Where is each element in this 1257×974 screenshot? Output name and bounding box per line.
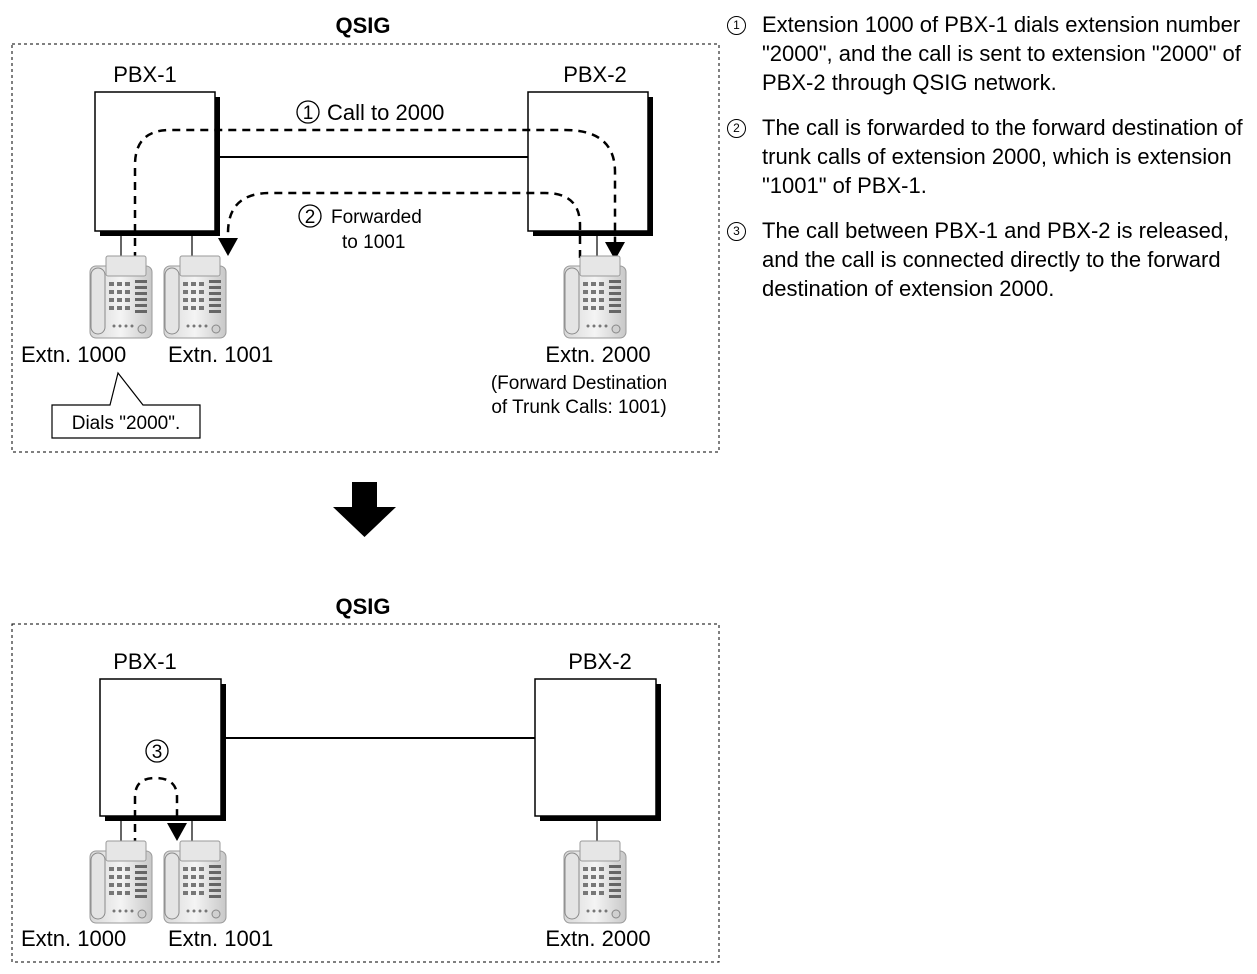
top-phone-1001-icon (163, 255, 227, 339)
bottom-phone-1001-icon (163, 840, 227, 924)
note-item-1: 1 Extension 1000 of PBX-1 dials extensio… (727, 10, 1247, 97)
top-step2-number: 2 (305, 207, 316, 228)
top-ext1001-label: Extn. 1001 (168, 342, 273, 367)
top-pbx1-box (94, 91, 216, 232)
bottom-phone-1000-icon (89, 840, 153, 924)
bottom-qsig-network-frame (11, 623, 720, 963)
top-diagram: QSIG PBX-1 PBX-2 1 Call to 2000 2 Forwar… (11, 13, 720, 453)
top-step2-marker (298, 204, 322, 228)
note-text-1: Extension 1000 of PBX-1 dials extension … (762, 12, 1241, 95)
explanation-notes: 1 Extension 1000 of PBX-1 dials extensio… (727, 10, 1247, 319)
top-pbx2-label: PBX-2 (563, 62, 627, 87)
top-qsig-title: QSIG (335, 13, 390, 38)
note-number-1: 1 (727, 16, 746, 35)
note-item-3: 3 The call between PBX-1 and PBX-2 is re… (727, 216, 1247, 303)
bottom-diagram: QSIG PBX-1 PBX-2 3 Extn. 1000 Extn. 1001… (11, 594, 720, 963)
top-pbx1-label: PBX-1 (113, 62, 177, 87)
top-ext2000-label: Extn. 2000 (545, 342, 650, 367)
top-ext2000-note-line1: (Forward Destination (491, 373, 667, 394)
bottom-pbx2-box (534, 678, 657, 817)
top-step2-label-line1: Forwarded (331, 207, 422, 228)
note-text-3: The call between PBX-1 and PBX-2 is rele… (762, 218, 1230, 301)
bottom-direct-call-arrowhead (167, 823, 187, 841)
bottom-ext1000-label: Extn. 1000 (21, 926, 126, 951)
top-pbx2-box (527, 91, 649, 232)
bottom-ext2000-label: Extn. 2000 (545, 926, 650, 951)
top-dial-callout-bubble (51, 371, 201, 439)
bottom-phone-2000-icon (563, 840, 627, 924)
top-ext2000-note-line2: of Trunk Calls: 1001) (491, 397, 666, 418)
bottom-step3-number: 3 (152, 742, 163, 763)
bottom-ext1001-label: Extn. 1001 (168, 926, 273, 951)
top-step1-label: Call to 2000 (327, 100, 444, 125)
top-step2-label-line2: to 1001 (342, 232, 405, 253)
note-item-2: 2 The call is forwarded to the forward d… (727, 113, 1247, 200)
bottom-qsig-title: QSIG (335, 594, 390, 619)
bottom-step3-marker (145, 739, 169, 763)
top-call-arrowhead-1 (605, 242, 625, 260)
top-ext1000-label: Extn. 1000 (21, 342, 126, 367)
top-step1-number: 1 (303, 103, 314, 124)
note-number-2: 2 (727, 119, 746, 138)
note-text-2: The call is forwarded to the forward des… (762, 115, 1243, 198)
bottom-pbx2-label: PBX-2 (568, 649, 632, 674)
top-phone-2000-icon (563, 255, 627, 339)
top-step1-marker (296, 100, 320, 124)
top-call-arrowhead-2 (218, 238, 238, 256)
transition-arrow-icon (333, 482, 396, 537)
note-number-3: 3 (727, 222, 746, 241)
top-call-path-1 (133, 128, 617, 260)
top-call-path-2 (226, 191, 582, 258)
bottom-pbx1-label: PBX-1 (113, 649, 177, 674)
top-dial-callout-text: Dials "2000". (72, 413, 181, 434)
top-phone-1000-icon (89, 255, 153, 339)
